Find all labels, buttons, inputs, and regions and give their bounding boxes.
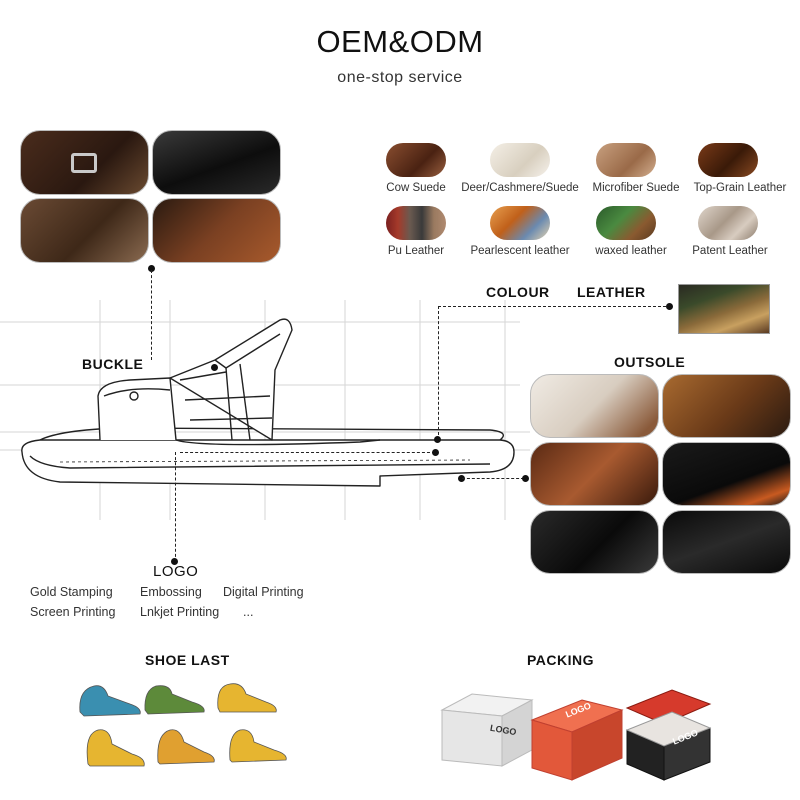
outsole-point-dot bbox=[458, 475, 465, 482]
outsole-rubber-tile bbox=[530, 510, 659, 574]
buckle-leader-dot bbox=[148, 265, 155, 272]
leather-sample-image bbox=[678, 284, 770, 334]
insole-point-dot bbox=[432, 449, 439, 456]
top-grain-leather-label: Top-Grain Leather bbox=[693, 182, 787, 194]
buckle-icon bbox=[71, 153, 97, 173]
outsole-chunky-tile bbox=[662, 510, 791, 574]
buckle-point-dot bbox=[211, 364, 218, 371]
logo-option-screen-printing: Screen Printing bbox=[30, 605, 116, 619]
outsole-leader-dot bbox=[522, 475, 529, 482]
logo-option-more: ... bbox=[243, 605, 254, 619]
suede-lace-up-tile bbox=[20, 198, 149, 263]
leather-leader-line bbox=[438, 306, 666, 307]
pu-leather-swatch bbox=[386, 206, 446, 240]
leather-leader-dot bbox=[666, 303, 673, 310]
outsole-leader-line bbox=[462, 478, 524, 479]
insole-leader-line bbox=[180, 452, 435, 453]
logo-option-digital-printing: Digital Printing bbox=[223, 585, 304, 599]
logo-leader-line bbox=[175, 452, 176, 562]
outsole-welt-tile bbox=[530, 442, 659, 506]
tassel-loafer-tile bbox=[152, 130, 281, 195]
top-grain-leather-swatch bbox=[698, 143, 758, 177]
colour-label: COLOUR bbox=[486, 284, 550, 300]
shoe-last-label: SHOE LAST bbox=[145, 652, 230, 668]
buckle-leader-line bbox=[151, 270, 152, 360]
deer-suede-label: Deer/Cashmere/Suede bbox=[461, 182, 579, 194]
microfiber-suede-label: Microfiber Suede bbox=[592, 182, 680, 194]
pearlescent-leather-swatch bbox=[490, 206, 550, 240]
microfiber-suede-swatch bbox=[596, 143, 656, 177]
pu-leather-label: Pu Leather bbox=[387, 245, 445, 257]
outsole-engraved-tile bbox=[530, 374, 659, 438]
patent-leather-swatch bbox=[698, 206, 758, 240]
patent-leather-label: Patent Leather bbox=[692, 245, 768, 257]
packing-label: PACKING bbox=[527, 652, 595, 668]
leather-label: LEATHER bbox=[577, 284, 646, 300]
page-title: OEM&ODM bbox=[316, 24, 484, 59]
deer-suede-swatch bbox=[490, 143, 550, 177]
logo-label: LOGO bbox=[153, 563, 199, 580]
monk-strap-tile bbox=[20, 130, 149, 195]
waxed-leather-swatch bbox=[596, 206, 656, 240]
logo-leader-dot bbox=[171, 558, 178, 565]
outsole-lug-tile bbox=[662, 442, 791, 506]
cow-suede-label: Cow Suede bbox=[386, 182, 446, 194]
logo-option-inkjet-printing: Lnkjet Printing bbox=[140, 605, 220, 619]
logo-option-embossing: Embossing bbox=[140, 585, 202, 599]
packing-boxes bbox=[440, 689, 712, 781]
pearlescent-leather-label: Pearlescent leather bbox=[470, 245, 570, 257]
buckle-label: BUCKLE bbox=[82, 356, 144, 372]
outsole-leather-tile bbox=[662, 374, 791, 438]
page-subtitle: one-stop service bbox=[337, 69, 463, 86]
cow-suede-swatch bbox=[386, 143, 446, 177]
outsole-label: OUTSOLE bbox=[614, 354, 686, 370]
slide-sandal-sketch bbox=[21, 318, 515, 487]
colour-point-dot bbox=[434, 436, 441, 443]
shoe-last-illustrations bbox=[79, 683, 287, 767]
logo-option-gold-stamping: Gold Stamping bbox=[30, 585, 113, 599]
colour-leader-line bbox=[438, 306, 439, 440]
horsebit-loafer-tile bbox=[152, 198, 281, 263]
waxed-leather-label: waxed leather bbox=[595, 245, 667, 257]
